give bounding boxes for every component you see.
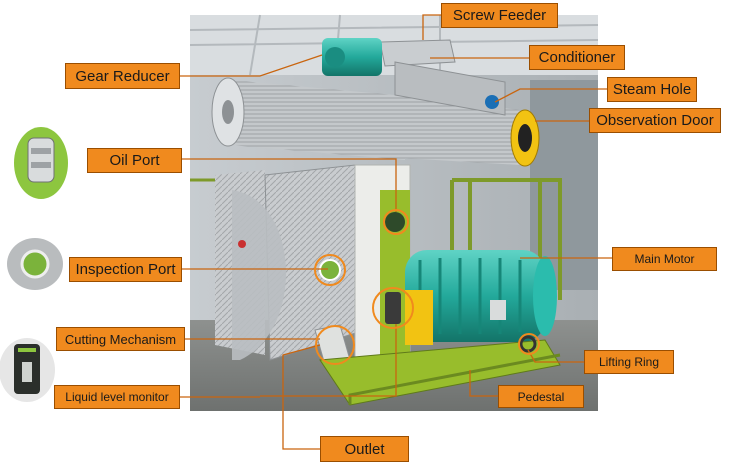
inspection-port-inset [7,238,63,290]
label-gear-reducer: Gear Reducer [65,63,180,89]
label-liquid-level-monitor: Liquid level monitor [54,385,180,409]
marker-lifting-ring [518,333,540,355]
label-lifting-ring: Lifting Ring [584,350,674,374]
marker-circles [314,209,540,365]
label-oil-port: Oil Port [87,148,182,173]
pellet-chamber [215,164,411,371]
label-main-motor: Main Motor [612,247,717,271]
label-observation-door: Observation Door [589,108,721,133]
label-outlet: Outlet [320,436,409,462]
label-conditioner: Conditioner [529,45,625,70]
marker-cutting-mechanism [315,325,355,365]
marker-oil-port [383,209,409,235]
label-screw-feeder: Screw Feeder [441,3,558,28]
conditioner-barrel [211,38,540,167]
marker-inspection-port [314,254,346,286]
leader-liquid-level-monitor [180,324,397,398]
leader-gear-reducer [180,54,323,77]
leader-oil-port [182,158,397,212]
liquid-level-monitor-inset [0,338,55,402]
label-cutting-mechanism: Cutting Mechanism [56,327,185,351]
leader-screw-feeder [422,14,441,40]
label-steam-hole: Steam Hole [607,77,697,102]
leader-steam-hole [494,88,607,103]
label-pedestal: Pedestal [498,385,584,408]
main-motor [405,250,557,345]
leader-pedestal [469,370,498,397]
label-inspection-port: Inspection Port [69,257,182,282]
marker-liquid-level-monitor [372,287,414,329]
leader-lines [180,14,612,450]
oil-port-inset [14,127,68,199]
leader-outlet [282,344,321,450]
